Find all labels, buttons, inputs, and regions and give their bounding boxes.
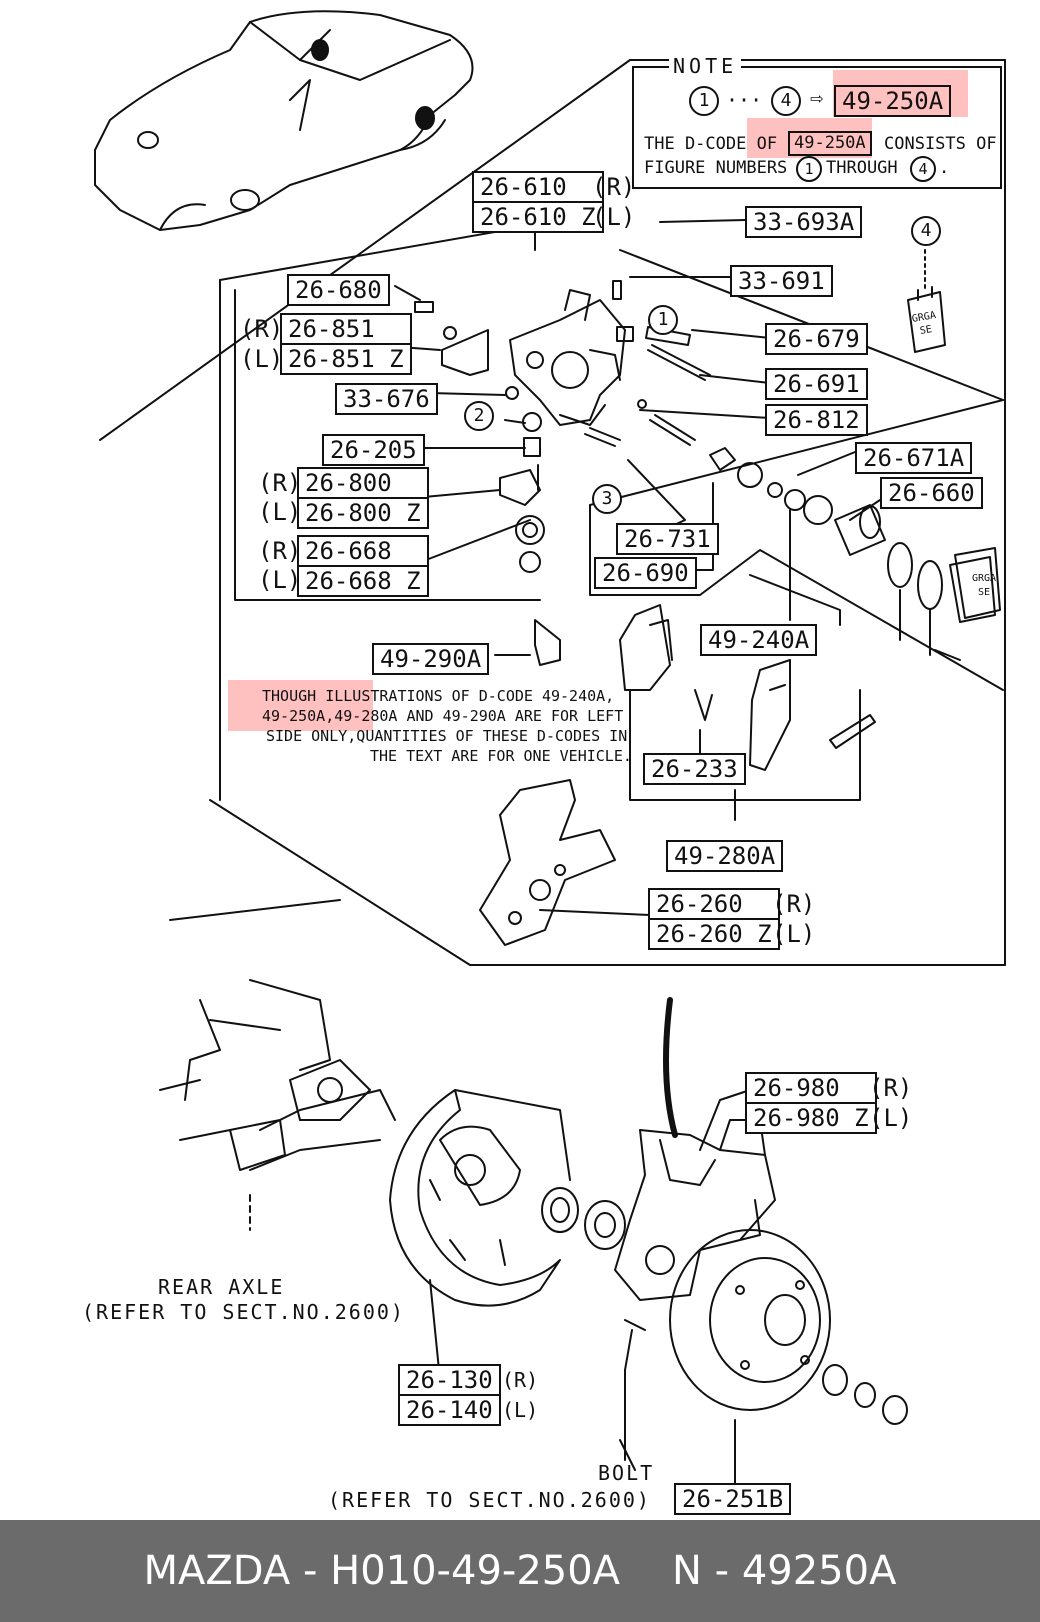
label-26-800-group: 26-800 26-800 Z <box>297 467 429 529</box>
label-26-851: 26-851 <box>288 315 375 343</box>
callout-1: 1 <box>648 305 678 335</box>
car-icon <box>94 10 474 231</box>
note-line1-code: 49-250A <box>788 131 872 156</box>
label-26-800: 26-800 <box>305 469 392 497</box>
callout-2: 2 <box>464 401 494 431</box>
parts-diagram <box>94 10 1006 1491</box>
side-l-26-140: (L) <box>502 1398 539 1422</box>
label-26-610: 26-610 <box>480 173 567 201</box>
label-26-679: 26-679 <box>765 323 868 355</box>
note-line2-end: . <box>939 158 950 178</box>
note-line2-pre: FIGURE NUMBERS <box>644 158 788 178</box>
label-26-660: 26-660 <box>880 477 983 509</box>
illustration-note-3: SIDE ONLY,QUANTITIES OF THESE D-CODES IN <box>266 727 628 745</box>
label-26-260-group: 26-260 26-260 Z <box>648 888 780 950</box>
highlight-dcode <box>747 118 872 158</box>
side-l-26-980: (L) <box>869 1104 913 1132</box>
note-title: NOTE <box>669 56 742 77</box>
side-r-26-851: (R) <box>240 315 284 343</box>
footer-bar: MAZDA - H010-49-250A N - 49250A <box>0 1520 1040 1622</box>
label-26-980: 26-980 <box>753 1074 840 1102</box>
rear-axle-label: REAR AXLE <box>158 1275 285 1299</box>
label-26-260: 26-260 <box>656 890 743 918</box>
label-26-260z: 26-260 Z <box>650 918 778 948</box>
side-r-26-800: (R) <box>258 469 302 497</box>
label-26-668z: 26-668 Z <box>299 565 427 595</box>
brake-disc <box>669 1229 831 1411</box>
label-26-205: 26-205 <box>322 434 425 466</box>
note-line1-pre: THE D-CODE OF <box>644 134 778 154</box>
label-26-130-group: 26-130 26-140 <box>398 1364 501 1426</box>
dust-shield <box>389 1089 571 1307</box>
label-26-851z: 26-851 Z <box>282 343 410 373</box>
note-line1-post: CONSISTS OF <box>884 134 997 154</box>
label-26-233: 26-233 <box>643 753 746 785</box>
label-33-693a: 33-693A <box>745 206 863 238</box>
label-26-610z: 26-610 Z <box>474 201 602 231</box>
side-l-26-800: (L) <box>258 498 302 526</box>
footer-part-number: MAZDA - H010-49-250A <box>143 1548 621 1594</box>
side-r-26-610: (R) <box>592 173 636 201</box>
label-26-980z: 26-980 Z <box>747 1102 875 1132</box>
side-l-26-260: (L) <box>772 920 816 948</box>
callout-3: 3 <box>592 484 622 514</box>
illustration-note-4: THE TEXT ARE FOR ONE VEHICLE. <box>370 747 632 765</box>
side-r-26-130: (R) <box>502 1368 539 1392</box>
highlight-note-code <box>833 70 968 117</box>
footer-alt-number: N - 49250A <box>672 1548 897 1594</box>
label-33-691: 33-691 <box>730 265 833 297</box>
label-26-980-group: 26-980 26-980 Z <box>745 1072 877 1134</box>
side-l-26-851: (L) <box>240 345 284 373</box>
note-range-dots: ··· <box>726 88 763 112</box>
note-range-start: 1 <box>689 86 719 116</box>
label-26-251b: 26-251B <box>674 1483 792 1515</box>
side-l-26-610: (L) <box>592 203 636 231</box>
label-26-668: 26-668 <box>305 537 392 565</box>
pad-marking-4: SE <box>978 587 991 598</box>
label-26-690: 26-690 <box>594 557 697 589</box>
label-26-800z: 26-800 Z <box>299 497 427 527</box>
highlight-illustration <box>228 680 373 731</box>
note-box: NOTE 1 ··· 4 ⇨ 49-250A THE D-CODE OF 49-… <box>632 56 1002 189</box>
pad-marking-3: GRGA <box>972 573 997 584</box>
callout-4: 4 <box>911 216 941 246</box>
label-49-280a: 49-280A <box>666 840 784 872</box>
note-line2-mid: THROUGH <box>826 158 898 178</box>
caliper-bracket <box>479 779 616 946</box>
label-26-130: 26-130 <box>406 1366 493 1394</box>
note-arrow: ⇨ <box>810 86 824 111</box>
note-code-label: 49-250A <box>834 85 952 117</box>
label-26-140: 26-140 <box>400 1394 499 1424</box>
illustration-note-2: 49-250A,49-280A AND 49-290A ARE FOR LEFT <box>262 707 624 725</box>
side-r-26-260: (R) <box>772 890 816 918</box>
rear-axle-reference: (REFER TO SECT.NO.2600) <box>82 1300 405 1324</box>
side-r-26-980: (R) <box>869 1074 913 1102</box>
label-49-240a: 49-240A <box>700 624 818 656</box>
note-line2-to: 4 <box>910 156 936 182</box>
bolt-label: BOLT <box>598 1461 655 1485</box>
label-26-668-group: 26-668 26-668 Z <box>297 535 429 597</box>
side-r-26-668: (R) <box>258 537 302 565</box>
label-49-290a: 49-290A <box>372 643 490 675</box>
illustration-note-1: THOUGH ILLUSTRATIONS OF D-CODE 49-240A, <box>262 687 615 705</box>
label-33-676: 33-676 <box>335 383 438 415</box>
rear-axle-sketch <box>159 899 396 1231</box>
label-26-671a: 26-671A <box>855 442 973 474</box>
side-l-26-668: (L) <box>258 566 302 594</box>
bolt-reference: (REFER TO SECT.NO.2600) <box>328 1488 651 1512</box>
note-range-end: 4 <box>771 86 801 116</box>
label-26-731: 26-731 <box>616 523 719 555</box>
label-26-851-group: 26-851 26-851 Z <box>280 313 412 375</box>
caliper-body <box>509 289 626 426</box>
label-26-812: 26-812 <box>765 404 868 436</box>
pad-marking-2: SE <box>919 324 933 337</box>
label-26-610-group: 26-610 26-610 Z <box>472 171 604 233</box>
label-26-691: 26-691 <box>765 368 868 400</box>
note-line2-from: 1 <box>796 156 822 182</box>
label-26-680: 26-680 <box>287 274 390 306</box>
